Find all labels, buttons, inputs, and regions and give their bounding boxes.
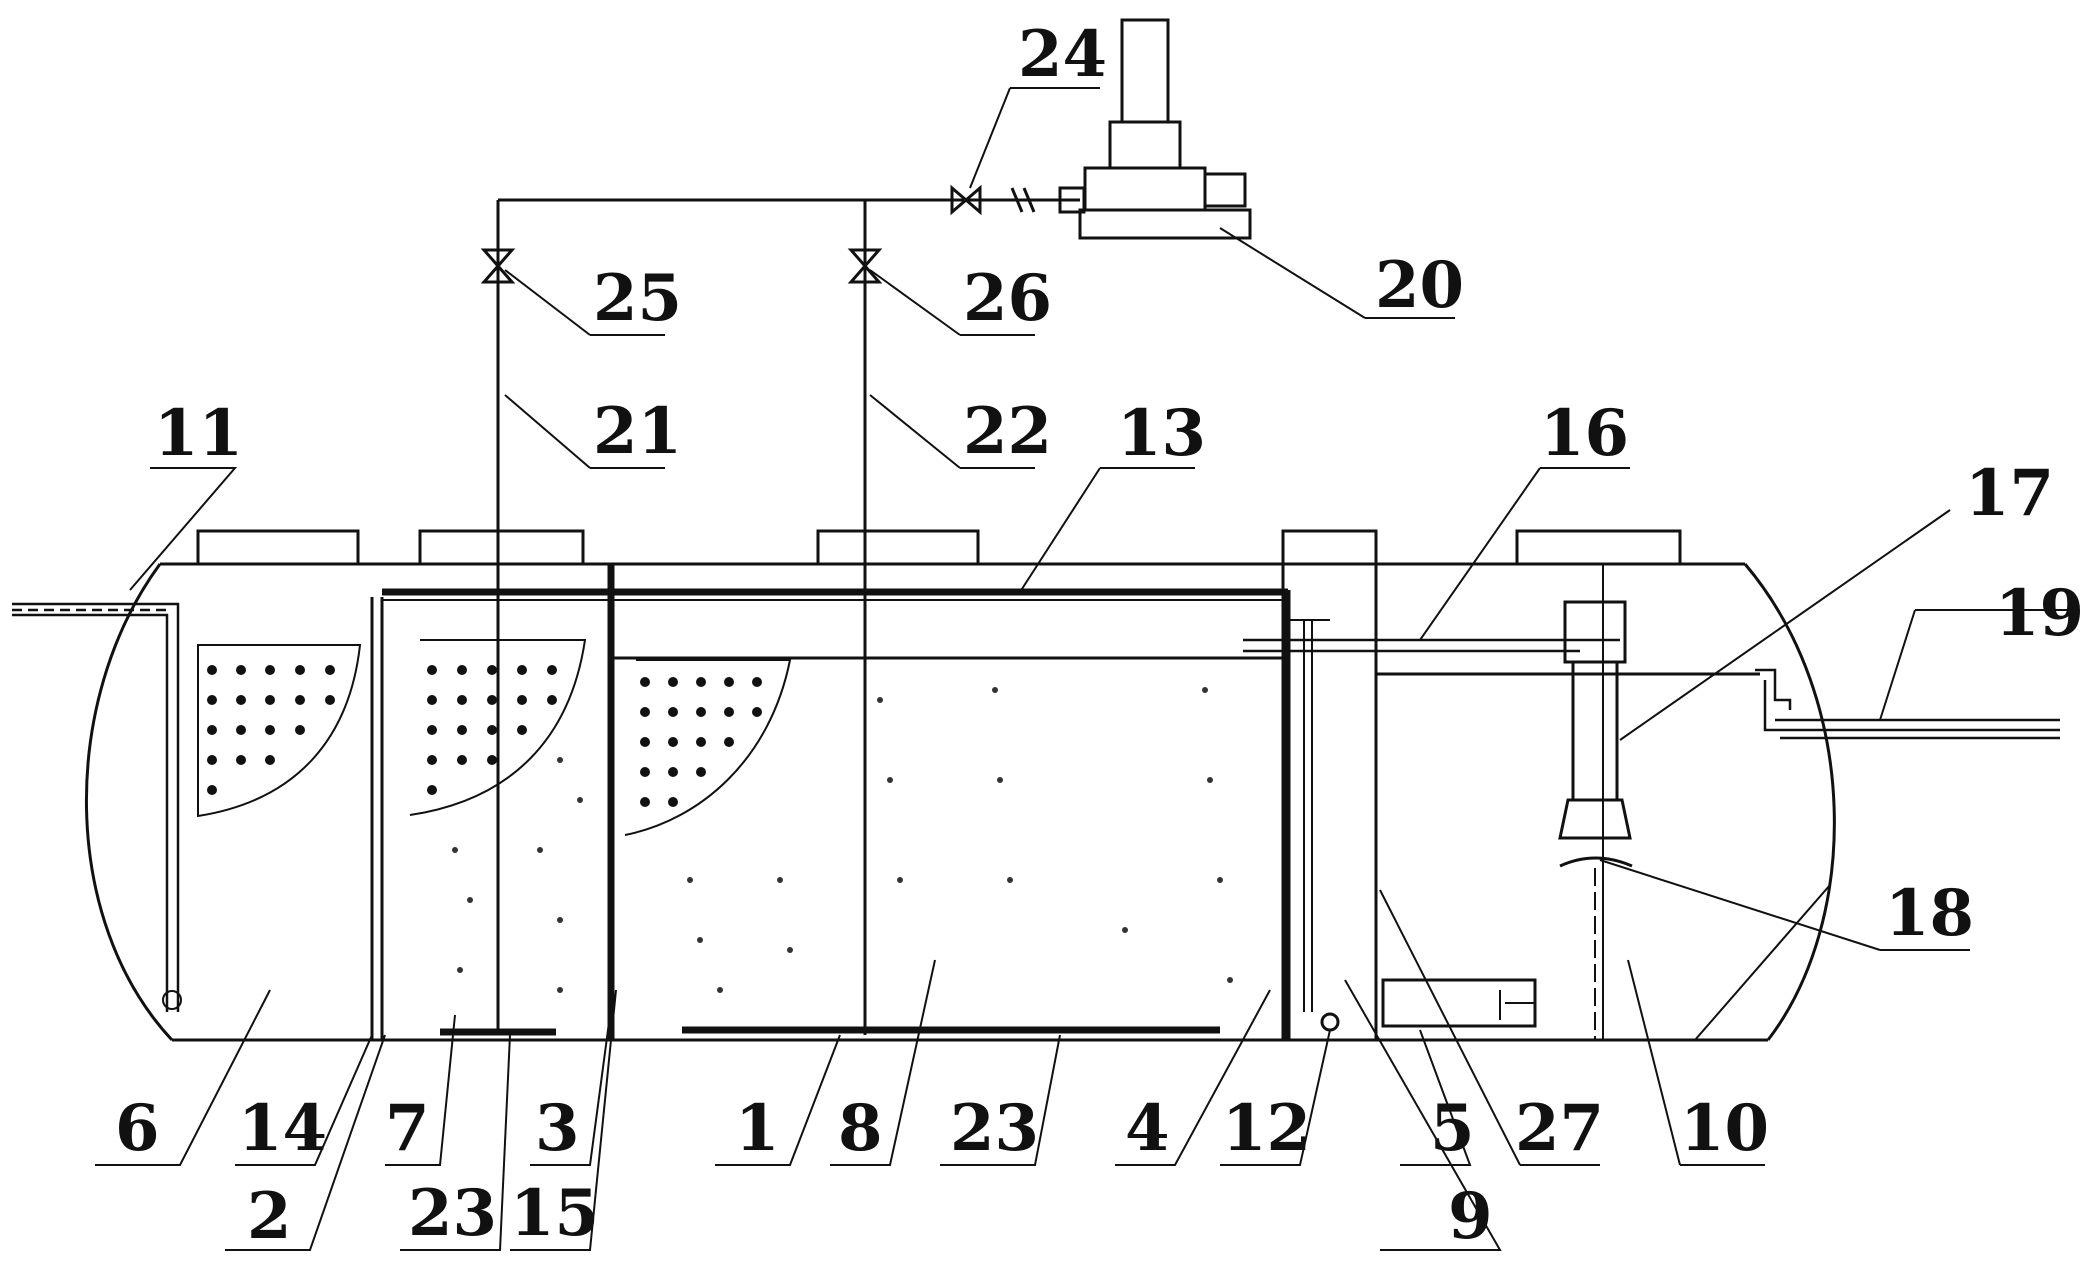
label-26: 26: [963, 261, 1052, 336]
label-21: 21: [593, 394, 682, 469]
label-24: 24: [1018, 17, 1107, 92]
label-7: 7: [385, 1091, 430, 1166]
label-12: 12: [1222, 1091, 1311, 1166]
label-23a: 23: [408, 1176, 497, 1251]
label-14: 14: [238, 1091, 327, 1166]
manhole-covers: [196, 529, 1682, 566]
label-5: 5: [1430, 1091, 1475, 1166]
label-15: 15: [510, 1176, 599, 1251]
label-8: 8: [838, 1091, 883, 1166]
label-18: 18: [1885, 876, 1974, 951]
label-23b: 23: [950, 1091, 1039, 1166]
label-27: 27: [1515, 1091, 1604, 1166]
leader-lines: [95, 87, 2070, 1251]
callout-labels: 11 21 22 13 16 17 19 20 24 25 26 18 6 14…: [115, 17, 2084, 1254]
inlet-pipe: [12, 602, 182, 1012]
label-11: 11: [154, 396, 243, 471]
label-9: 9: [1448, 1179, 1493, 1254]
packing-media: [197, 639, 792, 836]
label-20: 20: [1375, 248, 1464, 323]
tank-body: [85, 562, 1836, 1042]
internal-walls: [370, 529, 1760, 1042]
outlet-pipe: [1755, 668, 2060, 740]
transfer-pipe: [1243, 619, 1620, 1032]
equipment-box: [1381, 978, 1537, 1028]
label-25: 25: [593, 261, 682, 336]
label-3: 3: [535, 1091, 580, 1166]
label-16: 16: [1540, 396, 1629, 471]
label-17: 17: [1965, 456, 2054, 531]
label-2: 2: [247, 1179, 292, 1254]
aerators: [440, 1026, 1220, 1036]
air-piping: [480, 18, 1252, 1035]
disinfection-unit: [1558, 600, 1633, 1040]
label-1: 1: [735, 1091, 780, 1166]
label-4: 4: [1125, 1091, 1170, 1166]
label-13: 13: [1117, 396, 1206, 471]
label-6: 6: [115, 1091, 160, 1166]
aeration-bubbles: [452, 687, 1233, 993]
label-22: 22: [963, 394, 1052, 469]
media-dots: [207, 665, 762, 807]
label-19: 19: [1995, 576, 2084, 651]
label-10: 10: [1680, 1091, 1769, 1166]
